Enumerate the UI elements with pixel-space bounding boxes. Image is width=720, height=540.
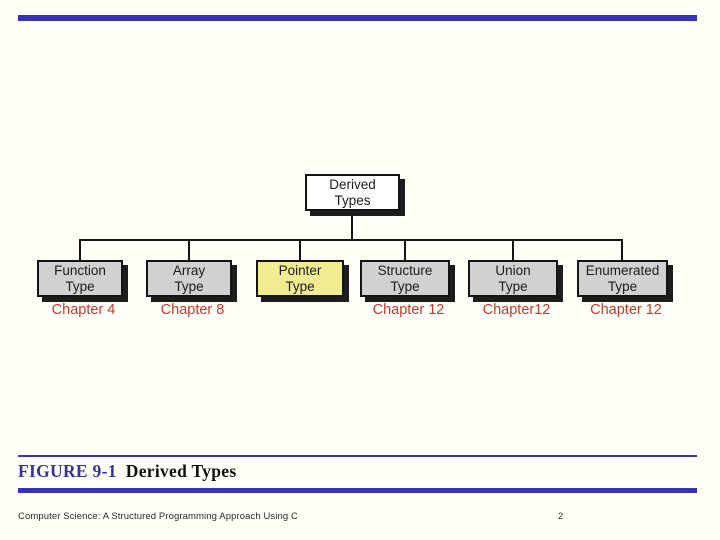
root-box-derived-types: Derived Types <box>305 174 400 211</box>
chapter-label: Chapter12 <box>482 302 551 318</box>
connector-stub <box>299 239 301 262</box>
child-enumerated-type: Enumerated Type Chapter 12 <box>577 260 668 318</box>
box-label-line1: Enumerated <box>585 262 660 278</box>
box-label-line2: Type <box>285 278 315 294</box>
connector-horizontal <box>80 239 623 241</box>
chapter-label: Chapter 12 <box>590 302 662 318</box>
page-number: 2 <box>558 511 564 522</box>
caption-top-rule <box>18 455 697 457</box>
connector-stub <box>404 239 406 262</box>
box-label-line2: Type <box>498 278 528 294</box>
box-array-type: Array Type <box>146 260 232 297</box>
child-structure-type: Structure Type Chapter 12 <box>360 260 450 318</box>
top-accent-bar <box>18 15 697 21</box>
chapter-label: Chapter 12 <box>372 302 445 318</box>
box-label-line2: Type <box>390 278 420 294</box>
box-union-type: Union Type <box>468 260 558 297</box>
root-box-label-line1: Derived <box>329 176 376 192</box>
child-function-type: Function Type Chapter 4 <box>37 260 123 318</box>
chapter-label: Chapter 4 <box>51 302 116 318</box>
connector-stub <box>79 239 81 262</box>
box-label-line2: Type <box>174 278 204 294</box>
figure-title: Derived Types <box>125 461 237 481</box>
box-structure-type: Structure Type <box>360 260 450 297</box>
connector-stub <box>188 239 190 262</box>
child-union-type: Union Type Chapter12 <box>468 260 558 318</box>
caption-bottom-rule <box>18 488 697 493</box>
footer-book-title: Computer Science: A Structured Programmi… <box>18 511 298 522</box>
box-label-line2: Type <box>65 278 95 294</box>
box-label-line1: Pointer <box>278 262 322 278</box>
connector-stub <box>512 239 514 262</box>
box-label-line1: Structure <box>377 262 433 278</box>
chapter-label: Chapter 8 <box>160 302 225 318</box>
box-label-line1: Array <box>172 262 206 278</box>
child-pointer-type: Pointer Type <box>256 260 344 303</box>
root-box-label-line2: Types <box>334 192 371 208</box>
box-label-line1: Function <box>54 262 106 278</box>
box-function-type: Function Type <box>37 260 123 297</box>
box-label-line1: Union <box>495 262 531 278</box>
box-enumerated-type: Enumerated Type <box>577 260 668 297</box>
figure-number-label: FIGURE 9-1 <box>18 461 117 481</box>
child-array-type: Array Type Chapter 8 <box>146 260 232 318</box>
connector-root-vertical <box>351 211 353 241</box>
box-pointer-type-highlighted: Pointer Type <box>256 260 344 297</box>
connector-stub <box>621 239 623 262</box>
box-label-line2: Type <box>607 278 638 294</box>
figure-caption: FIGURE 9-1 Derived Types <box>18 461 236 482</box>
